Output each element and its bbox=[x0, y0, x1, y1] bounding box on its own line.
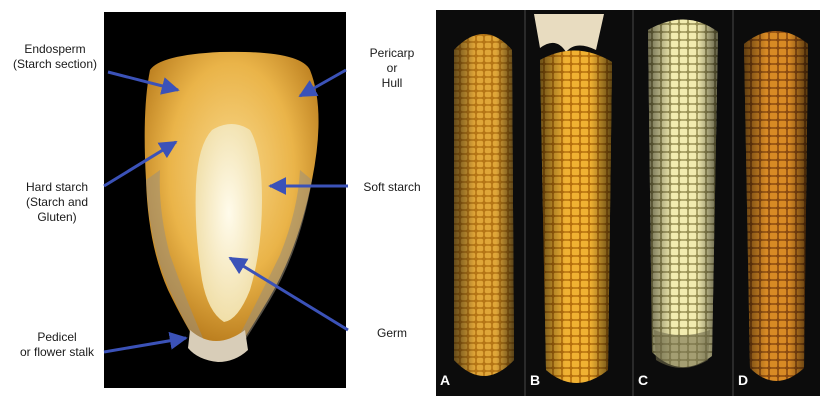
label-hard-starch: Hard starch (Starch and Gluten) bbox=[10, 180, 104, 225]
ear-a-shading bbox=[454, 34, 514, 376]
corn-ears-svg bbox=[436, 0, 820, 396]
label-endosperm: Endosperm (Starch section) bbox=[10, 42, 100, 72]
ear-label-d: D bbox=[738, 372, 748, 388]
label-soft-starch: Soft starch bbox=[352, 180, 432, 195]
separator-3 bbox=[732, 10, 734, 396]
label-germ: Germ bbox=[352, 326, 432, 341]
label-pericarp: Pericarp or Hull bbox=[352, 46, 432, 91]
separator-2 bbox=[632, 10, 634, 396]
label-pedicel: Pedicel or flower stalk bbox=[10, 330, 104, 360]
ear-b-shading bbox=[540, 50, 612, 383]
kernel-diagram-panel: Endosperm (Starch section) Pericarp or H… bbox=[0, 0, 436, 396]
separator-1 bbox=[524, 10, 526, 396]
ear-c-shading bbox=[648, 19, 718, 367]
ear-c-tip bbox=[654, 330, 710, 368]
ear-label-c: C bbox=[638, 372, 648, 388]
corn-ears-panel: A B C D bbox=[436, 0, 820, 396]
ear-label-a: A bbox=[440, 372, 450, 388]
ear-label-b: B bbox=[530, 372, 540, 388]
ear-d-shading bbox=[744, 31, 808, 381]
